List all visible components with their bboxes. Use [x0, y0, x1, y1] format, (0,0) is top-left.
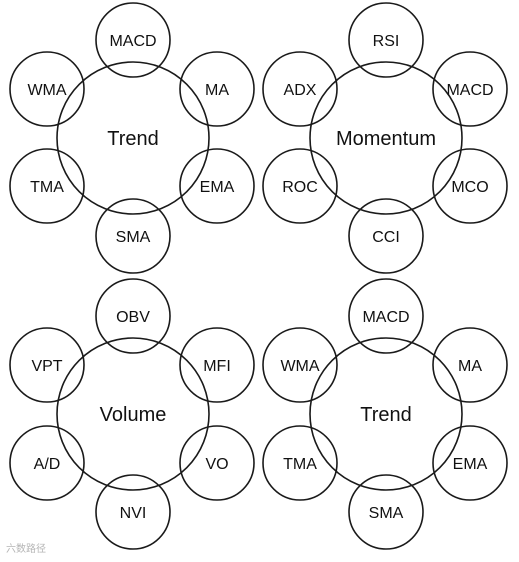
center-circle — [309, 337, 463, 491]
satellite-circle — [179, 51, 255, 127]
satellite-label: MFI — [203, 358, 231, 375]
satellite-label: TMA — [30, 179, 64, 196]
satellite-circle — [95, 2, 171, 78]
satellite-label: A/D — [34, 456, 61, 473]
satellite-circle — [348, 278, 424, 354]
satellite-circle — [432, 327, 508, 403]
center-circle — [56, 61, 210, 215]
watermark: 六数路径 — [6, 544, 46, 555]
satellite-circle — [9, 327, 85, 403]
center-label: Trend — [360, 404, 412, 426]
satellite-circle — [179, 327, 255, 403]
center-circle — [309, 61, 463, 215]
satellite-label: ADX — [284, 82, 317, 99]
satellite-label: MACD — [446, 82, 493, 99]
satellite-circle — [179, 148, 255, 224]
center-label: Momentum — [336, 128, 436, 150]
satellite-label: MCO — [451, 179, 488, 196]
satellite-label: MA — [205, 82, 229, 99]
satellite-circle — [432, 148, 508, 224]
satellite-circle — [348, 474, 424, 550]
group-volume-bottom-left: Volume OBV VPT MFI A/D VO NVI — [9, 278, 255, 550]
satellite-circle — [432, 425, 508, 501]
group-momentum-top-right: Momentum RSI ADX MACD ROC MCO CCI — [262, 2, 508, 274]
satellite-circle — [262, 51, 338, 127]
satellite-label: EMA — [200, 179, 235, 196]
satellite-circle — [262, 327, 338, 403]
satellite-label: EMA — [453, 456, 488, 473]
satellite-label: ROC — [282, 179, 318, 196]
satellite-label: OBV — [116, 309, 150, 326]
satellite-circle — [95, 278, 171, 354]
satellite-circle — [9, 148, 85, 224]
satellite-circle — [262, 148, 338, 224]
satellite-label: SMA — [369, 505, 404, 522]
satellite-circle — [262, 425, 338, 501]
center-label: Volume — [100, 404, 167, 426]
satellite-label: NVI — [120, 505, 147, 522]
center-circle — [56, 337, 210, 491]
group-trend-bottom-right: Trend MACD WMA MA TMA EMA SMA — [262, 278, 508, 550]
satellite-label: VO — [205, 456, 228, 473]
satellite-circle — [9, 51, 85, 127]
satellite-label: TMA — [283, 456, 317, 473]
satellite-label: WMA — [280, 358, 319, 375]
satellite-label: MACD — [109, 33, 156, 50]
satellite-circle — [95, 198, 171, 274]
satellite-circle — [432, 51, 508, 127]
satellite-circle — [348, 198, 424, 274]
satellite-label: SMA — [116, 229, 151, 246]
satellite-label: WMA — [27, 82, 66, 99]
satellite-label: CCI — [372, 229, 400, 246]
group-trend-top-left: Trend MACD WMA MA TMA EMA SMA — [9, 2, 255, 274]
satellite-circle — [95, 474, 171, 550]
satellite-circle — [9, 425, 85, 501]
satellite-label: VPT — [31, 358, 62, 375]
satellite-label: MA — [458, 358, 482, 375]
satellite-label: RSI — [373, 33, 400, 50]
satellite-circle — [348, 2, 424, 78]
center-label: Trend — [107, 128, 159, 150]
satellite-circle — [179, 425, 255, 501]
satellite-label: MACD — [362, 309, 409, 326]
